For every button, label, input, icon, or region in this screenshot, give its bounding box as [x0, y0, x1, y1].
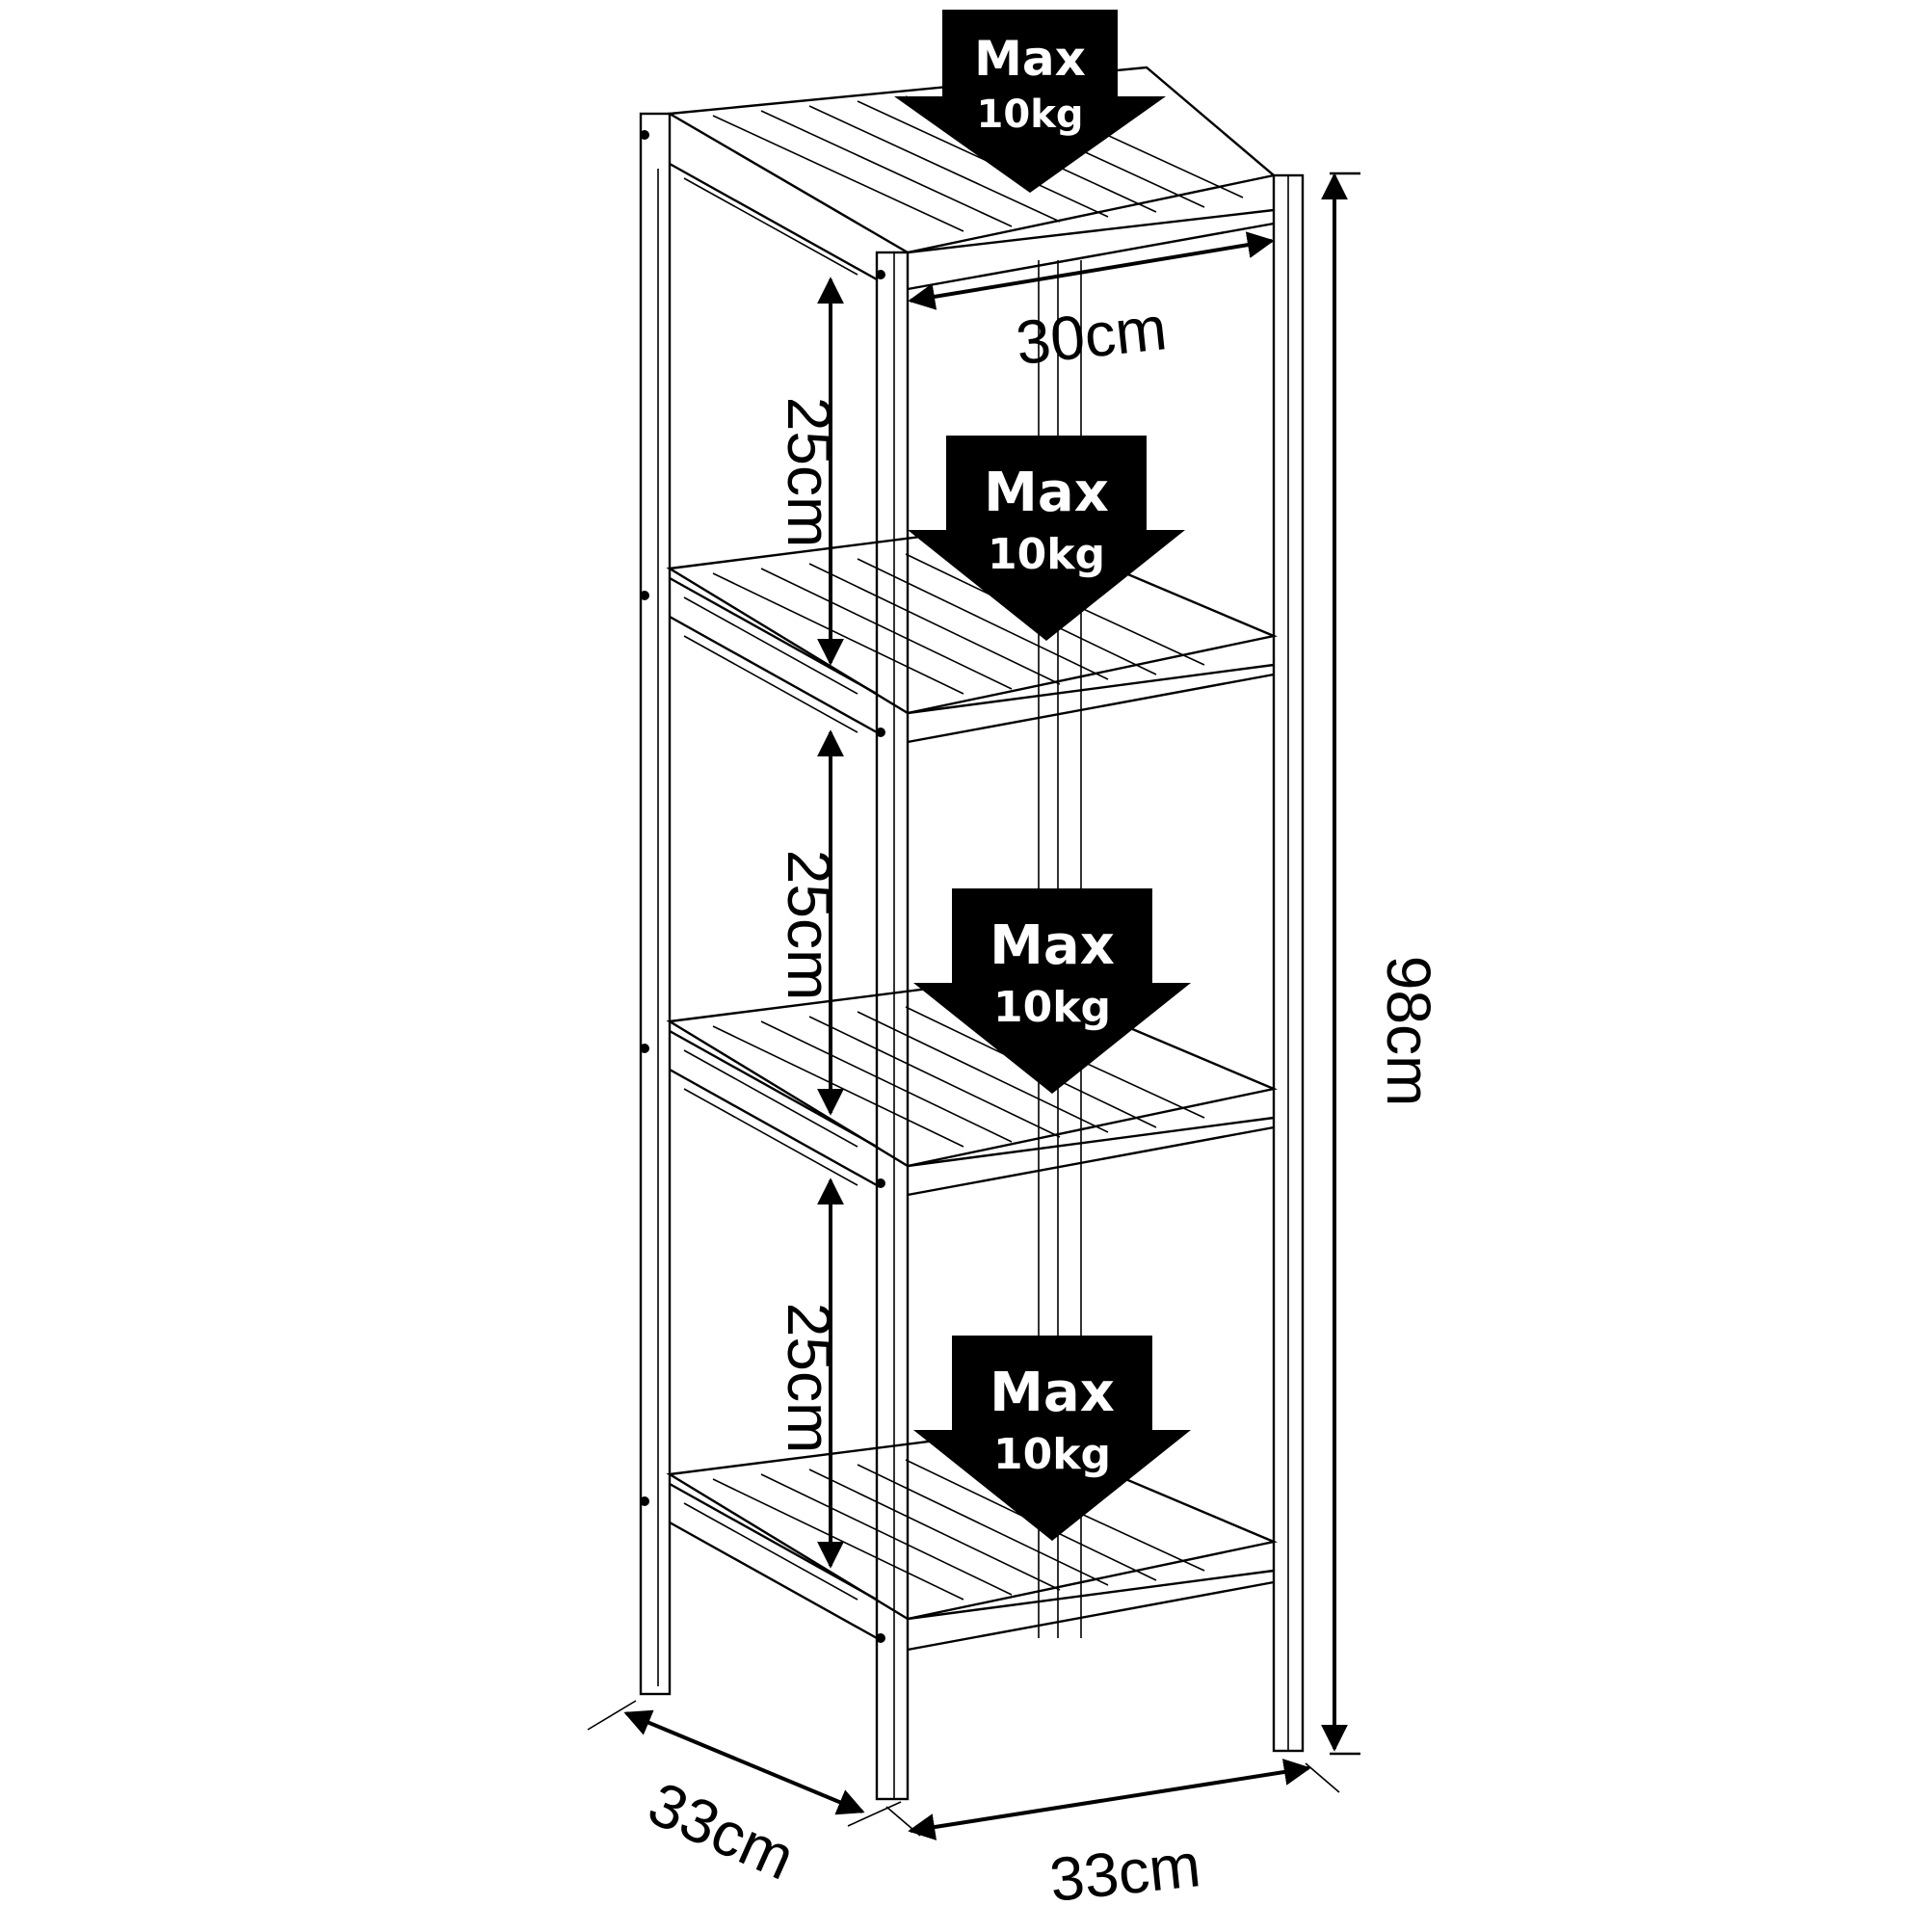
- load-label-weight: 10kg: [988, 530, 1105, 579]
- load-arrow-tier-3: Max 10kg: [913, 888, 1191, 1094]
- depth-label: 33cm: [639, 1768, 805, 1892]
- back-left-post: [639, 112, 672, 1696]
- width-dimension-arrow: [908, 1759, 1311, 1840]
- load-label-weight: 10kg: [993, 983, 1111, 1032]
- load-arrow-tier-1: Max 10kg: [894, 10, 1166, 193]
- shelf-tier-2: [666, 523, 1278, 744]
- load-arrow-tier-2: Max 10kg: [908, 436, 1185, 641]
- load-label-weight: 10kg: [993, 1430, 1111, 1479]
- width-label: 33cm: [1046, 1830, 1203, 1915]
- height-label: 98cm: [1374, 956, 1443, 1107]
- tier-gap-1-label: 25cm: [775, 397, 844, 548]
- load-arrow-tier-4: Max 10kg: [913, 1336, 1191, 1541]
- load-label-weight: 10kg: [977, 93, 1084, 137]
- load-label-max: Max: [990, 1362, 1115, 1424]
- load-label-max: Max: [990, 914, 1115, 977]
- inner-depth-label: 30cm: [1013, 293, 1170, 378]
- dimension-lines: [587, 172, 1360, 1840]
- shelf-tier-3: [666, 976, 1278, 1197]
- dimension-labels: 98cm 25cm 25cm 25cm 30cm 33cm 33cm: [639, 293, 1443, 1915]
- inner-depth-arrow: [908, 231, 1275, 310]
- tier-gap-2-label: 25cm: [775, 850, 844, 1001]
- front-left-post: [875, 251, 910, 1801]
- tier-gap-3-label: 25cm: [775, 1303, 844, 1454]
- load-label-max: Max: [984, 462, 1109, 524]
- load-label-max: Max: [974, 31, 1086, 87]
- load-arrows: Max 10kg Max 10kg Max 10kg Max 10kg: [894, 10, 1191, 1541]
- depth-dimension-arrow: [623, 1709, 865, 1815]
